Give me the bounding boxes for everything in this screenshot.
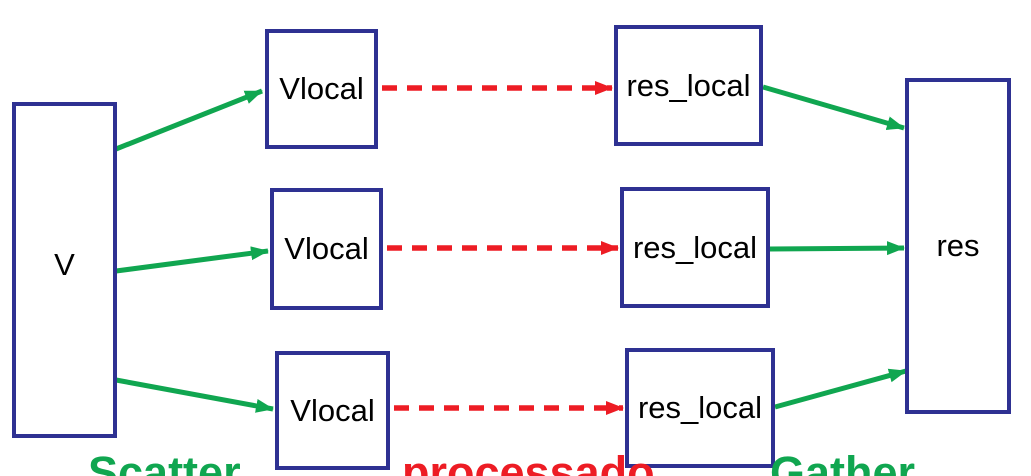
- vlocal-box-3: Vlocal: [275, 351, 390, 470]
- vlocal-box-1: Vlocal: [265, 29, 378, 149]
- vlocal-label-3: Vlocal: [290, 392, 375, 428]
- gather-arrow-1: [762, 84, 905, 131]
- res-local-label-3: res_local: [637, 390, 763, 425]
- caption-process: processado: [402, 447, 655, 476]
- v-box-label: V: [54, 247, 75, 282]
- gather-arrow-3: [774, 368, 907, 410]
- v-box: V: [12, 102, 117, 438]
- res-local-box-3: res_local: [625, 348, 775, 468]
- res-local-box-1: res_local: [614, 25, 763, 146]
- res-local-label-2: res_local: [632, 229, 758, 265]
- vlocal-box-2: Vlocal: [270, 188, 383, 310]
- res-box: res: [905, 78, 1011, 414]
- vlocal-label-2: Vlocal: [284, 231, 369, 266]
- caption-scatter: Scatter: [88, 447, 241, 476]
- caption-gather: Gather: [770, 447, 916, 476]
- res-local-label-1: res_local: [626, 67, 751, 103]
- scatter-arrow-2: [115, 246, 269, 274]
- scatter-arrow-3: [115, 377, 274, 413]
- res-box-label: res: [936, 228, 980, 263]
- vlocal-label-1: Vlocal: [279, 71, 364, 106]
- res-local-box-2: res_local: [620, 187, 770, 308]
- scatter-arrow-1: [115, 88, 263, 152]
- gather-arrow-2: [769, 241, 905, 256]
